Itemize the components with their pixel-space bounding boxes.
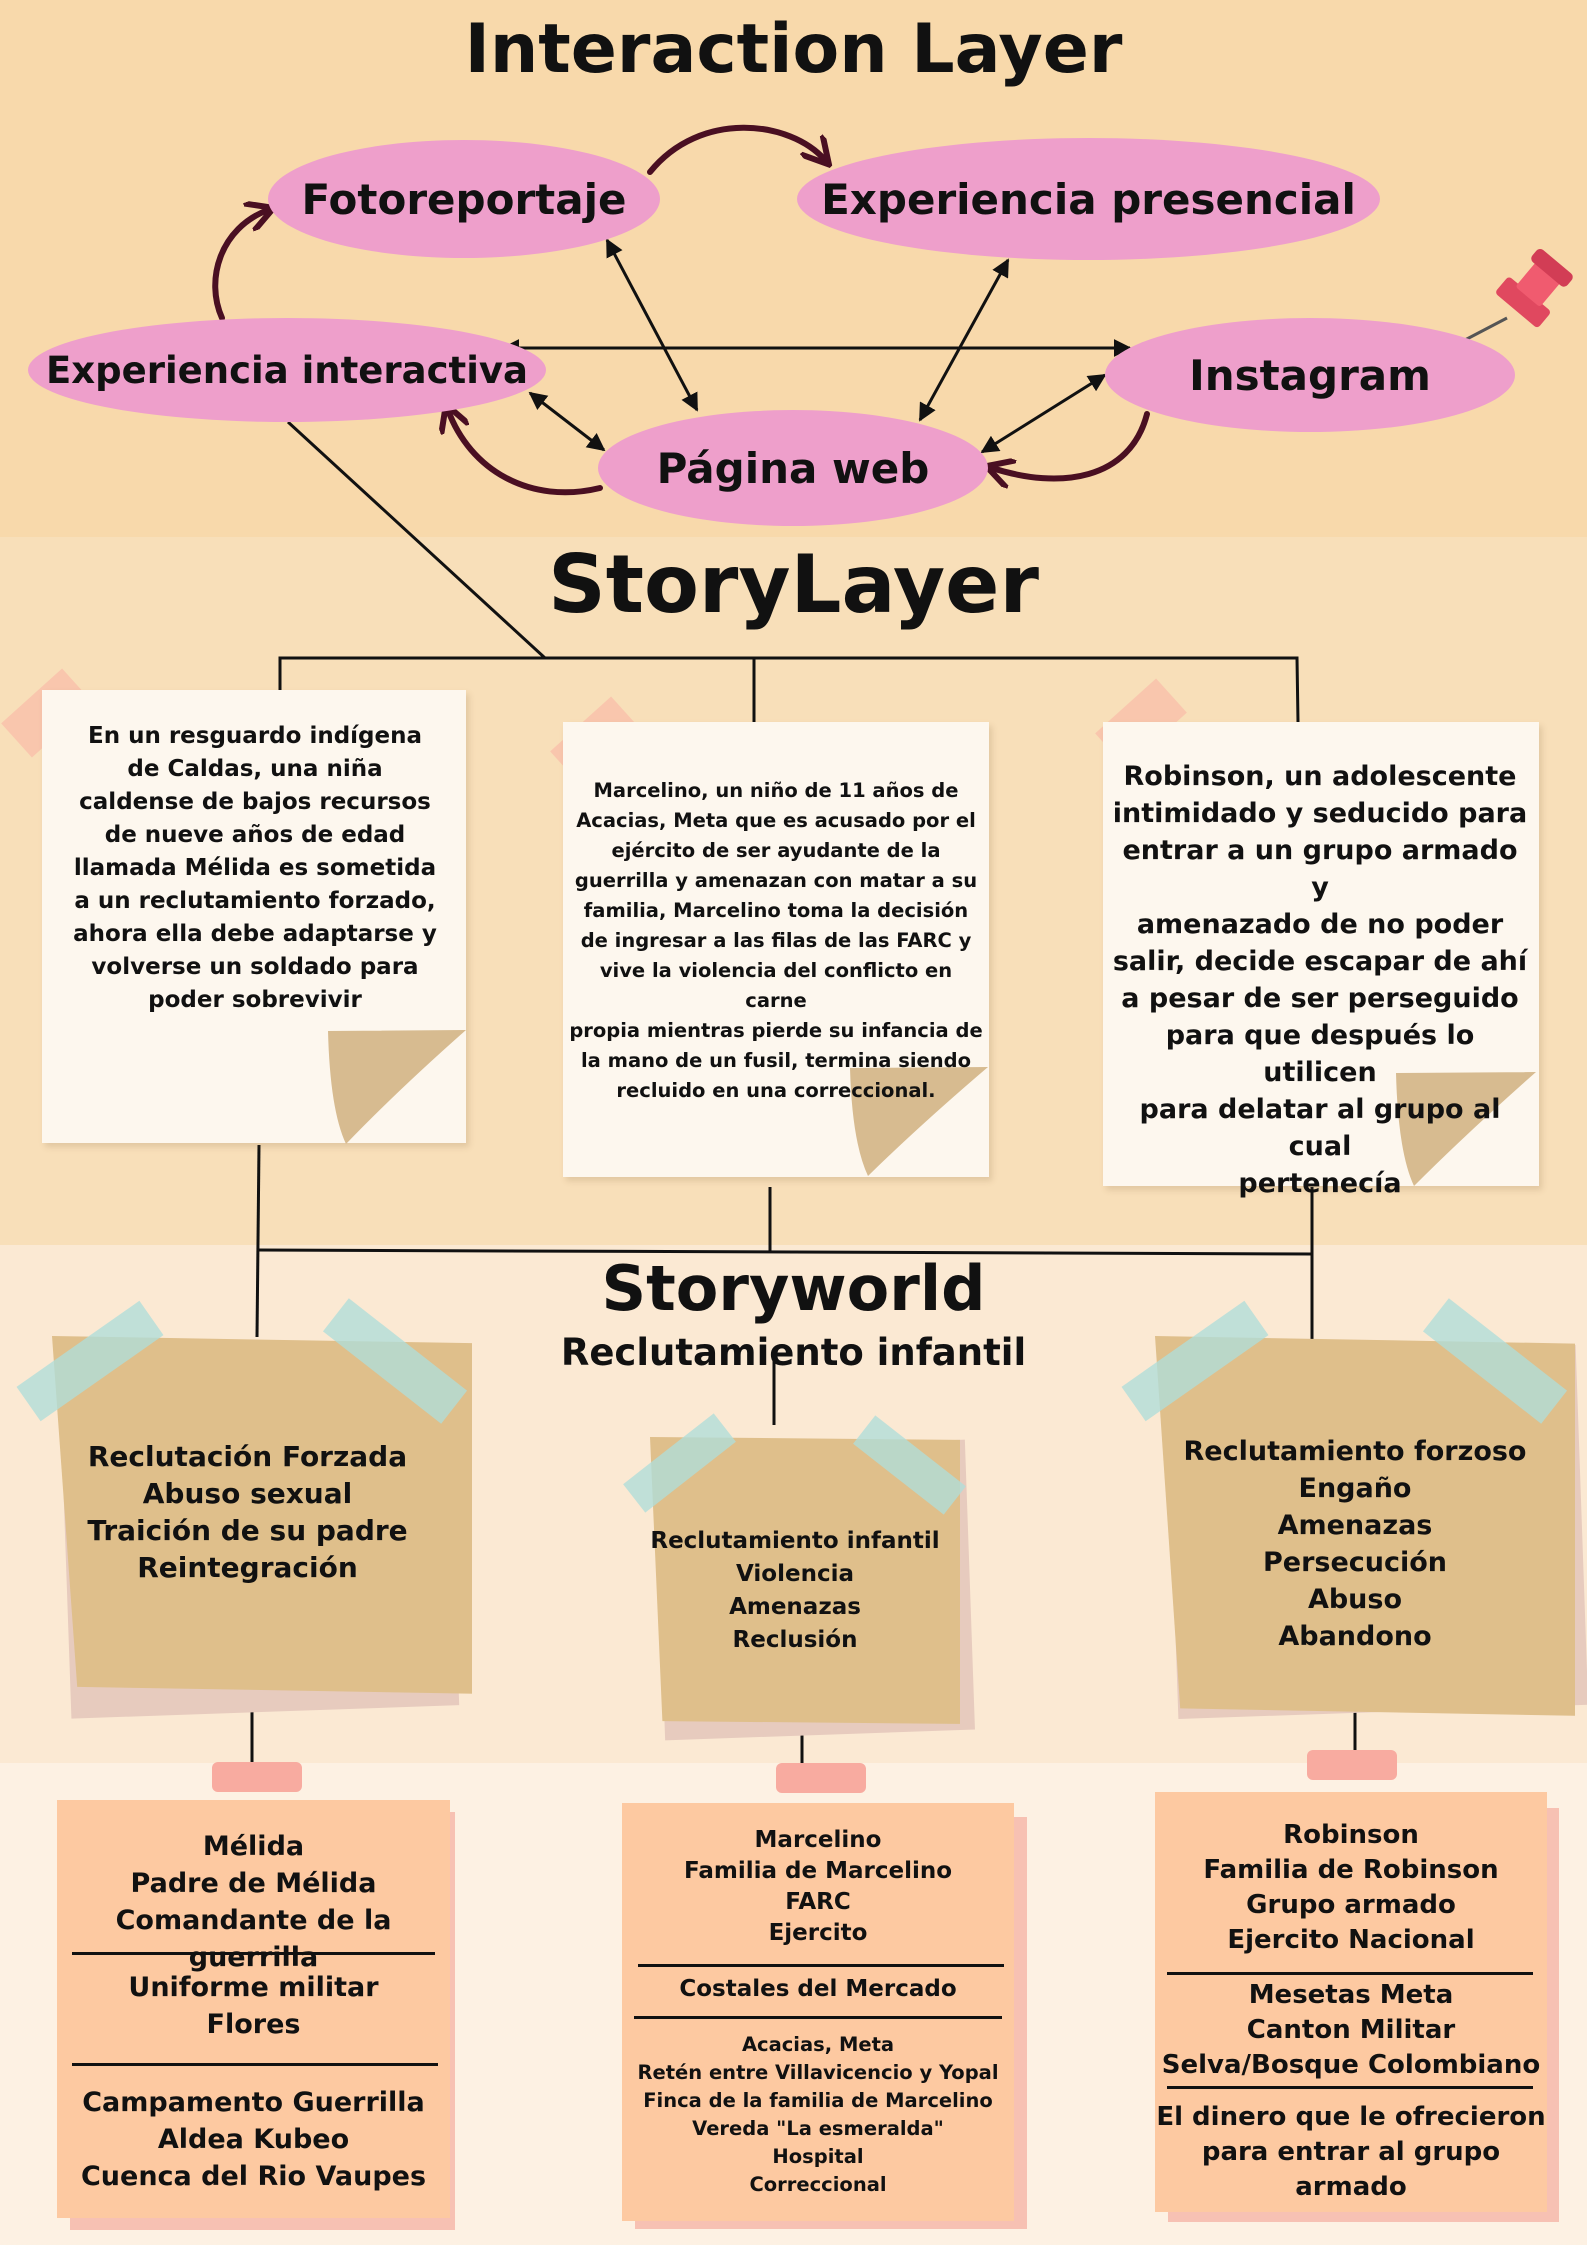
arrow-fotoreportaje-paginaweb	[605, 238, 699, 412]
page-curl	[1396, 1072, 1536, 1186]
interaction-layer-title: Interaction Layer	[464, 10, 1123, 89]
arrow-instagram-paginaweb	[980, 373, 1107, 454]
story-text-robinson: Robinson, un adolescente intimidado y se…	[1112, 761, 1528, 1199]
divider	[72, 1952, 435, 1955]
story-text-melida: En un resguardo indígena de Caldas, una …	[73, 723, 437, 1013]
divider	[72, 2063, 438, 2066]
page-curl	[328, 1030, 466, 1144]
theme-text-marcelino: Reclutamiento infantil Violencia Amenaza…	[650, 1528, 940, 1653]
node-pagina-web[interactable]: Página web	[598, 410, 988, 526]
push-pin-icon	[1441, 248, 1573, 354]
story-layer-title: StoryLayer	[548, 538, 1039, 631]
divider	[1167, 1972, 1533, 1975]
places-melida: Campamento Guerrilla Aldea Kubeo Cuenca …	[80, 2087, 427, 2192]
elements-card-robinson	[1155, 1792, 1547, 2212]
arrow-presencial-paginaweb	[918, 258, 1010, 422]
places-robinson: El dinero que le ofrecieron para entrar …	[1156, 2102, 1546, 2202]
node-fotoreportaje[interactable]: Fotoreportaje	[268, 140, 660, 258]
characters-melida: Mélida Padre de Mélida Comandante de la …	[115, 1831, 392, 1973]
page-curl	[850, 1067, 988, 1176]
node-experiencia-interactiva[interactable]: Experiencia interactiva	[28, 318, 546, 422]
tape	[212, 1762, 302, 1792]
node-experiencia-presencial[interactable]: Experiencia presencial	[797, 138, 1380, 260]
objects-marcelino: Costales del Mercado	[679, 1976, 957, 2002]
theme-text-melida: Reclutación Forzada Abuso sexual Traició…	[87, 1440, 408, 1584]
story-text-marcelino: Marcelino, un niño de 11 años de Acacias…	[569, 779, 983, 1102]
characters-robinson: Robinson Familia de Robinson Grupo armad…	[1203, 1820, 1499, 1955]
divider	[638, 1964, 1004, 1967]
arrow-interactiva-paginaweb	[528, 391, 606, 452]
curved-arrow-interactiva-to-fotoreportaje	[212, 210, 268, 321]
places-marcelino: Acacias, Meta Retén entre Villavicencio …	[637, 2033, 999, 2196]
divider	[634, 2016, 1002, 2019]
divider	[1167, 2086, 1533, 2089]
elements-card-marcelino	[622, 1803, 1014, 2221]
curved-arrow-instagram-to-paginaweb	[992, 411, 1150, 479]
objects-robinson: Mesetas Meta Canton Militar Selva/Bosque…	[1161, 1980, 1541, 2080]
curved-arrow-fotoreportaje-to-presencial	[647, 124, 825, 175]
tape	[776, 1763, 866, 1793]
storyworld-title: Storyworld	[601, 1252, 986, 1325]
theme-text-robinson: Reclutamiento forzoso Engaño Amenazas Pe…	[1183, 1436, 1527, 1652]
characters-marcelino: Marcelino Familia de Marcelino FARC Ejer…	[683, 1827, 953, 1946]
elements-card-melida	[57, 1800, 450, 2218]
node-instagram[interactable]: Instagram	[1105, 318, 1515, 432]
tape	[1307, 1750, 1397, 1780]
theme-card-robinson	[1155, 1336, 1575, 1716]
storyworld-subtitle: Reclutamiento infantil	[560, 1331, 1027, 1374]
theme-card-melida	[52, 1336, 472, 1694]
curved-arrow-paginaweb-to-interactiva	[448, 410, 603, 496]
objects-melida: Uniforme militar Flores	[128, 1972, 379, 2040]
